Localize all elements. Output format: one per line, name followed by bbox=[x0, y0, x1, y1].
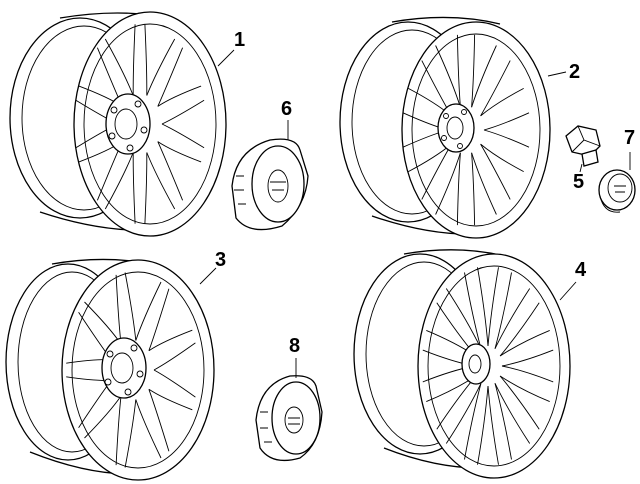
callout-6: 6 bbox=[281, 98, 293, 120]
spoke-line bbox=[445, 383, 482, 444]
spoke-line bbox=[157, 141, 184, 201]
spoke-line bbox=[501, 349, 554, 367]
spoke-line bbox=[144, 152, 148, 224]
spoke-line bbox=[456, 152, 461, 226]
spoke-line bbox=[124, 399, 137, 468]
spoke-line bbox=[456, 34, 461, 108]
spoke-line bbox=[480, 143, 524, 172]
spoke-line bbox=[487, 385, 499, 465]
callout-8: 8 bbox=[289, 335, 301, 357]
leader-line-2 bbox=[547, 71, 567, 77]
spoke-line bbox=[477, 267, 489, 347]
spoke-line bbox=[480, 88, 524, 117]
spoke-line bbox=[494, 383, 512, 460]
wheel-4-icon bbox=[353, 249, 571, 479]
wheel-2-icon bbox=[339, 16, 551, 239]
callout-7: 7 bbox=[624, 127, 636, 149]
spoke-line bbox=[157, 47, 184, 107]
spoke-line bbox=[499, 375, 540, 430]
spoke-line bbox=[132, 152, 136, 224]
center-cap-8-icon bbox=[255, 375, 323, 462]
spoke-line bbox=[157, 141, 202, 163]
callout-4: 4 bbox=[575, 259, 587, 281]
spoke-line bbox=[144, 24, 148, 96]
spoke-line bbox=[471, 152, 476, 226]
callout-3: 3 bbox=[215, 249, 227, 271]
spoke-line bbox=[146, 38, 176, 96]
spoke-line bbox=[487, 267, 499, 347]
spoke-line bbox=[153, 369, 196, 398]
leader-line-1 bbox=[217, 49, 235, 67]
spoke-line bbox=[148, 389, 170, 452]
spoke-line bbox=[499, 375, 550, 403]
spoke-line bbox=[157, 85, 202, 107]
spoke-line bbox=[148, 388, 193, 411]
spoke-line bbox=[135, 281, 162, 341]
spoke-line bbox=[499, 329, 550, 357]
spoke-line bbox=[494, 272, 512, 349]
spoke-line bbox=[148, 288, 170, 351]
spoke-line bbox=[494, 383, 531, 444]
spoke-line bbox=[499, 302, 540, 357]
spoke-line bbox=[132, 24, 136, 96]
spoke-line bbox=[464, 272, 482, 349]
spoke-line bbox=[471, 152, 497, 215]
lug-nut-icon bbox=[565, 125, 601, 167]
spoke-line bbox=[104, 38, 134, 96]
spoke-line bbox=[483, 112, 530, 131]
spoke-line bbox=[435, 152, 461, 215]
spoke-line bbox=[501, 365, 554, 383]
leader-line-3 bbox=[199, 267, 217, 285]
spoke-line bbox=[135, 399, 162, 459]
callout-5: 5 bbox=[573, 171, 585, 193]
spoke-line bbox=[104, 152, 134, 210]
wheel-1-icon bbox=[9, 11, 227, 237]
spoke-line bbox=[161, 123, 205, 149]
spoke-line bbox=[148, 329, 193, 352]
callout-2: 2 bbox=[569, 61, 581, 83]
center-cap-7-icon bbox=[598, 169, 636, 213]
spoke-line bbox=[471, 34, 476, 108]
spoke-line bbox=[445, 288, 482, 349]
spoke-line bbox=[464, 383, 482, 460]
spoke-line bbox=[480, 143, 511, 200]
leader-line-4 bbox=[559, 281, 577, 301]
spoke-line bbox=[483, 129, 530, 148]
wheel-3-icon bbox=[5, 258, 215, 481]
spoke-line bbox=[435, 45, 461, 108]
spoke-line bbox=[494, 288, 531, 349]
spoke-line bbox=[146, 152, 176, 210]
leader-line-5 bbox=[579, 163, 583, 173]
callout-1: 1 bbox=[234, 29, 246, 51]
spoke-line bbox=[477, 385, 489, 465]
spoke-line bbox=[471, 45, 497, 108]
spoke-line bbox=[153, 342, 196, 371]
center-cap-6-icon bbox=[231, 138, 309, 231]
spoke-line bbox=[115, 395, 122, 466]
spoke-line bbox=[124, 272, 137, 341]
spoke-line bbox=[84, 395, 122, 439]
spoke-line bbox=[480, 60, 511, 117]
spoke-line bbox=[161, 99, 205, 125]
